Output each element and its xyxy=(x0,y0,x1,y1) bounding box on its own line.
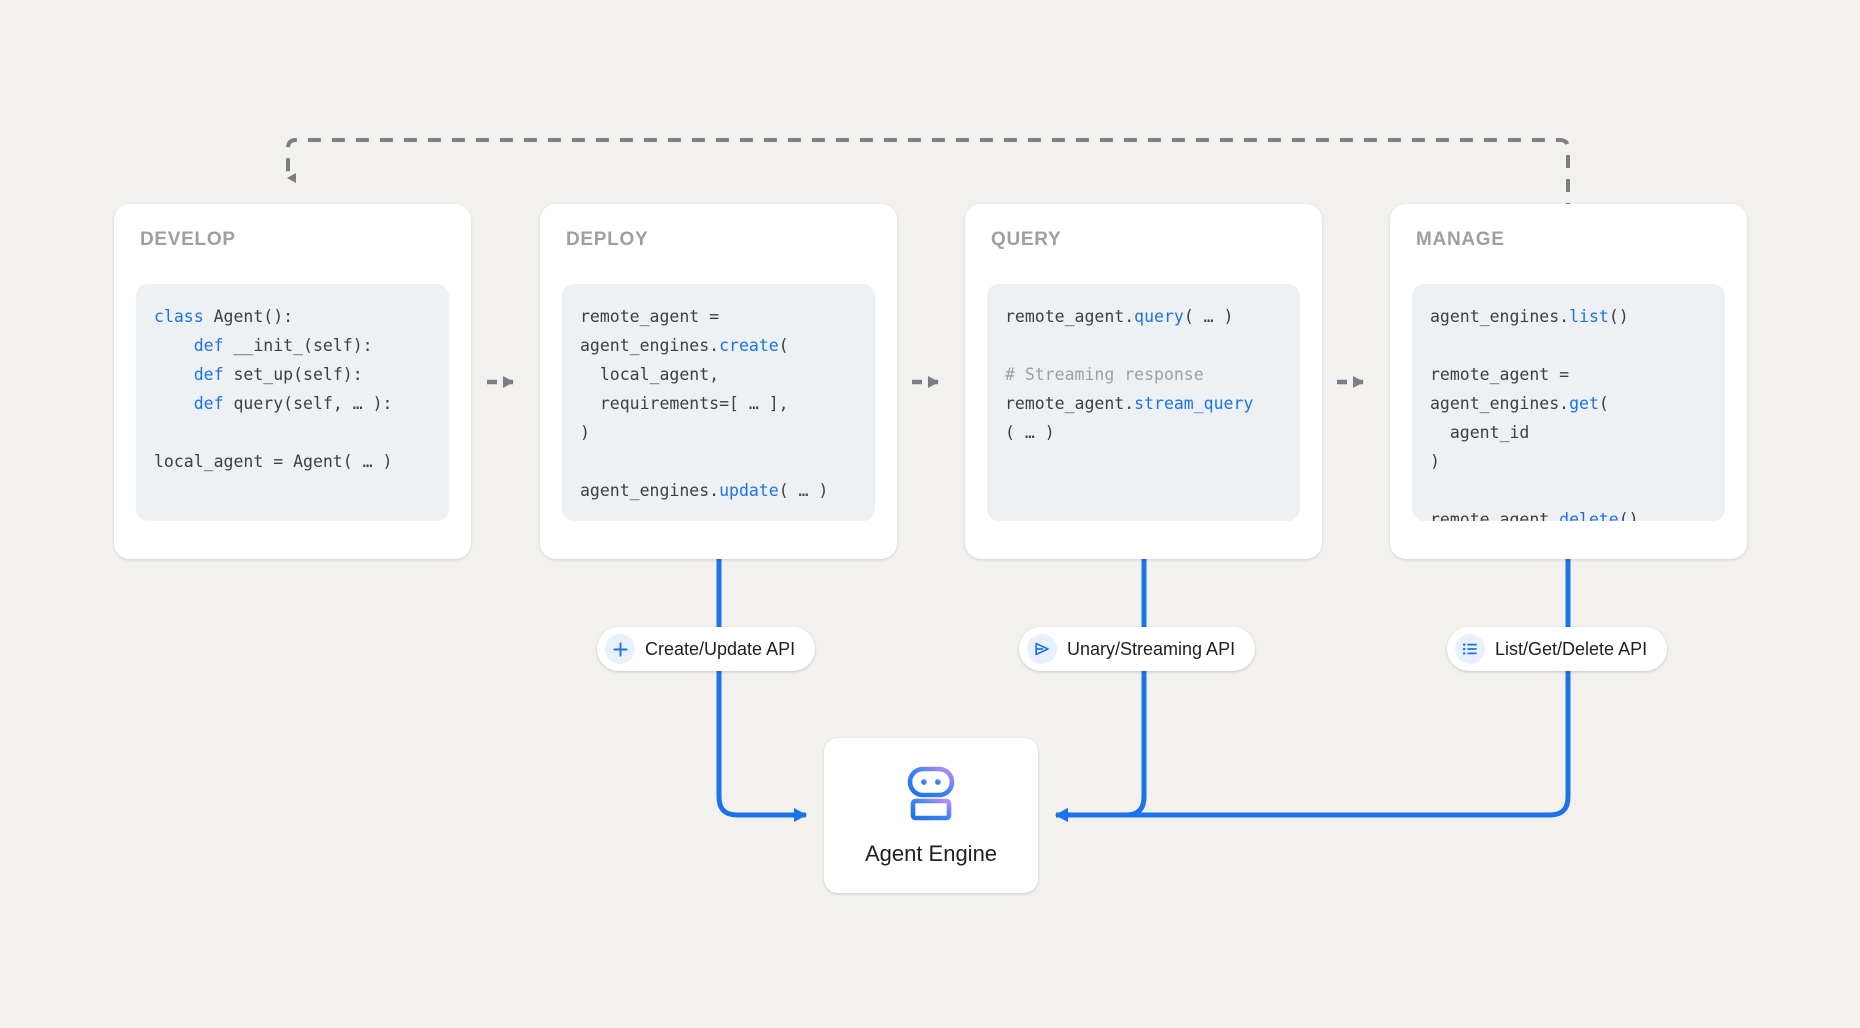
agent-engine-label: Agent Engine xyxy=(864,841,998,866)
robot-icon xyxy=(901,766,961,827)
list-icon xyxy=(1455,634,1485,664)
api-pill-label: Create/Update API xyxy=(645,639,796,659)
code-block-manage: agent_engines.list() remote_agent = agen… xyxy=(1412,283,1725,521)
plus-icon xyxy=(605,634,635,664)
stage-card-develop[interactable]: DEVELOP class Agent(): def __init_(self)… xyxy=(114,204,471,559)
api-pill-list-get-delete[interactable]: List/Get/Delete API xyxy=(1447,627,1668,671)
stage-title-manage: MANAGE xyxy=(1416,229,1505,250)
api-pill-label: List/Get/Delete API xyxy=(1495,639,1648,659)
stage-title-develop: DEVELOP xyxy=(140,229,236,250)
code-block-query: remote_agent.query( … ) # Streaming resp… xyxy=(987,283,1300,521)
stage-card-deploy[interactable]: DEPLOY remote_agent = agent_engines.crea… xyxy=(540,204,897,559)
query-to-agent-engine-connector xyxy=(1055,559,1147,822)
feedback-loop-connector xyxy=(286,138,1570,216)
deploy-to-agent-engine-connector xyxy=(716,559,807,822)
api-pill-unary-streaming[interactable]: Unary/Streaming API xyxy=(1019,627,1256,671)
manage-to-agent-engine-connector xyxy=(1055,559,1571,822)
send-icon xyxy=(1027,634,1057,664)
api-pill-label: Unary/Streaming API xyxy=(1067,639,1236,659)
agent-engine-node[interactable]: Agent Engine xyxy=(824,738,1038,893)
stage-card-query[interactable]: QUERY remote_agent.query( … ) # Streamin… xyxy=(965,204,1322,559)
code-block-deploy: remote_agent = agent_engines.create( loc… xyxy=(562,283,875,521)
api-pill-create-update[interactable]: Create/Update API xyxy=(597,627,816,671)
code-block-develop: class Agent(): def __init_(self): def se… xyxy=(136,283,449,521)
stage-title-deploy: DEPLOY xyxy=(566,229,649,250)
stage-card-manage[interactable]: MANAGE agent_engines.list() remote_agent… xyxy=(1390,204,1747,559)
stage-title-query: QUERY xyxy=(991,229,1062,250)
